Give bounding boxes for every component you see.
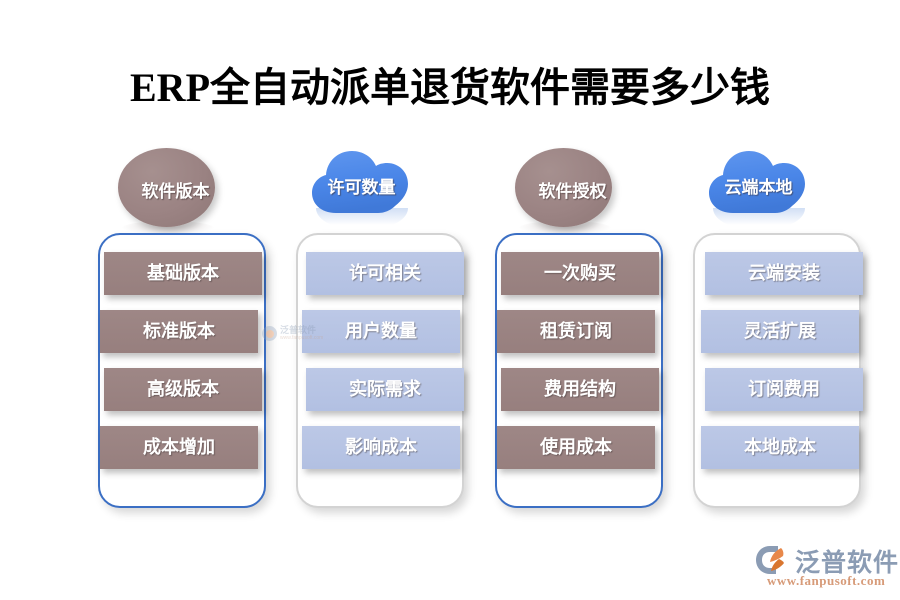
circle-reflection: [519, 221, 611, 235]
list-item[interactable]: 使用成本: [497, 426, 655, 469]
column-header-license-count[interactable]: 许可数量: [290, 145, 465, 240]
category-column-license-count: 许可数量 许可相关 用户数量 实际需求 影响成本: [290, 145, 465, 520]
page-title: ERP全自动派单退货软件需要多少钱: [130, 65, 770, 110]
column-header-label: 许可数量: [327, 178, 396, 197]
chip-list: 基础版本 标准版本 高级版本 成本增加: [92, 252, 277, 502]
chip-list: 云端安装 灵活扩展 订阅费用 本地成本: [687, 252, 872, 502]
brand-logo[interactable]: 泛普软件 www.fanpusoft.com: [755, 543, 898, 591]
list-item[interactable]: 费用结构: [501, 368, 659, 411]
column-header-software-license[interactable]: 软件授权: [489, 145, 664, 240]
list-item[interactable]: 影响成本: [302, 426, 460, 469]
list-item[interactable]: 实际需求: [306, 368, 464, 411]
list-item[interactable]: 一次购买: [501, 252, 659, 295]
list-item[interactable]: 本地成本: [701, 426, 859, 469]
brand-name: 泛普软件: [795, 549, 900, 577]
chip-list: 许可相关 用户数量 实际需求 影响成本: [290, 252, 475, 502]
list-item[interactable]: 许可相关: [306, 252, 464, 295]
column-header-cloud-local[interactable]: 云端本地: [687, 145, 862, 240]
list-item[interactable]: 租赁订阅: [497, 310, 655, 353]
list-item[interactable]: 订阅费用: [705, 368, 863, 411]
fanpu-swoosh-logo-icon: [755, 545, 791, 575]
list-item[interactable]: 用户数量: [302, 310, 460, 353]
cloud-shape-icon: [703, 147, 811, 215]
chip-list: 一次购买 租赁订阅 费用结构 使用成本: [489, 252, 674, 502]
category-column-software-license: 软件授权 一次购买 租赁订阅 费用结构 使用成本: [489, 145, 664, 520]
list-item[interactable]: 基础版本: [104, 252, 262, 295]
column-header-label: 软件版本: [141, 182, 210, 201]
circle-reflection: [122, 221, 214, 235]
list-item[interactable]: 标准版本: [100, 310, 258, 353]
brand-url: www.fanpusoft.com: [767, 573, 886, 588]
category-column-software-version: 软件版本 基础版本 标准版本 高级版本 成本增加: [92, 145, 267, 520]
column-header-label: 云端本地: [724, 178, 793, 197]
column-header-label: 软件授权: [538, 182, 607, 201]
list-item[interactable]: 灵活扩展: [701, 310, 859, 353]
list-item[interactable]: 高级版本: [104, 368, 262, 411]
cloud-shape-icon: [306, 147, 414, 215]
circle-shape-icon: [118, 148, 215, 227]
circle-shape-icon: [515, 148, 612, 227]
column-header-software-version[interactable]: 软件版本: [92, 145, 267, 240]
list-item[interactable]: 成本增加: [100, 426, 258, 469]
category-column-cloud-local: 云端本地 云端安装 灵活扩展 订阅费用 本地成本: [687, 145, 863, 520]
list-item[interactable]: 云端安装: [705, 252, 863, 295]
